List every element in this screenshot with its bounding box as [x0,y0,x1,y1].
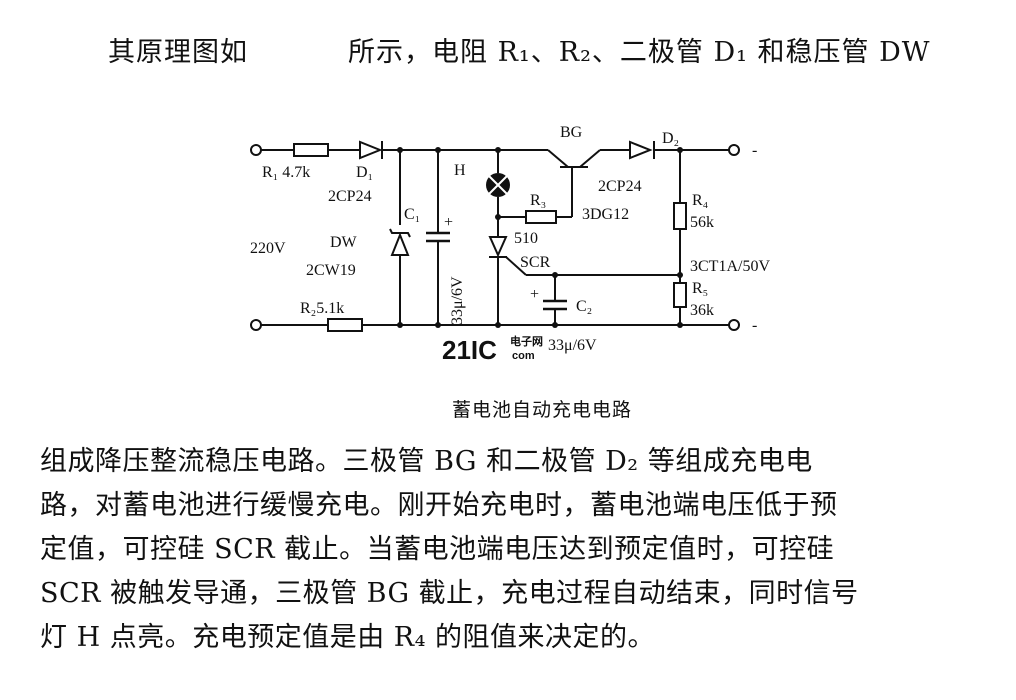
diode-d1 [359,140,383,160]
label-c1: C₁ [404,206,420,223]
label-220v: 220V [250,240,286,257]
label-bg: BG [560,124,583,141]
label-terminal-top: - [752,142,757,159]
body-line: 组成降压整流稳压电路。三极管 BG 和二极管 D₂ 等组成充电电 [40,446,813,477]
resistor-r5 [673,282,687,308]
watermark-sub2: com [512,350,535,362]
label-r4: R₄ [692,192,709,209]
figure-caption: 蓄电池自动充电电路 [452,399,633,421]
label-d1: D₁ [356,164,373,181]
body-text: 组成降压整流稳压电路。三极管 BG 和二极管 D₂ 等组成充电电 路，对蓄电池进… [40,440,1000,660]
label-c2: C₂ [576,298,592,315]
label-d2-type: 2CP24 [598,178,642,195]
label-r2: R₂5.1k [300,300,344,317]
label-r3-value: 510 [514,230,538,247]
label-plus-c2: + [530,286,539,303]
lamp-h [486,173,510,197]
body-line: SCR 被触发导通，三极管 BG 截止，充电过程自动结束，同时信号 [40,578,859,609]
body-line: 路，对蓄电池进行缓慢充电。刚开始充电时，蓄电池端电压低于预 [40,490,838,521]
label-scr: SCR [520,254,551,271]
intro-right-text: 所示，电阻 R₁、R₂、二极管 D₁ 和稳压管 DW [348,37,931,68]
watermark-sub1: 电子网 [510,334,543,348]
resistor-r1 [293,143,329,157]
label-bg-type: 3DG12 [582,206,629,223]
watermark-main: 21IC [442,335,497,365]
label-dw-type: 2CW19 [306,262,356,279]
label-plus-c1: + [444,214,453,231]
watermark: 21IC 电子网 com [442,334,543,365]
resistor-r2 [327,318,363,332]
label-r5-value: 36k [690,302,714,319]
label-r3: R₃ [530,192,546,209]
diode-d2 [629,140,655,160]
capacitor-c2 [543,299,567,311]
circuit-diagram: 21IC 电子网 com R₁ 4.7k D₁ 2CP24 C₁ + 220V … [250,124,770,365]
terminals [250,144,740,331]
junction-dots [397,147,683,328]
label-dw: DW [330,234,358,251]
label-d1-type: 2CP24 [328,188,372,205]
body-line: 灯 H 点亮。充电预定值是由 R₄ 的阻值来决定的。 [40,622,656,653]
label-r4-value: 56k [690,214,714,231]
label-c1-value: 33μ/6V [449,276,466,325]
label-h: H [454,162,466,179]
label-scr-type: 3CT1A/50V [690,258,770,275]
resistor-r3 [525,210,557,224]
resistor-r4 [673,202,687,230]
circuit-labels: R₁ 4.7k D₁ 2CP24 C₁ + 220V DW 2CW19 R₂5.… [250,124,770,354]
zener-dw [389,228,411,256]
label-d2: D₂ [662,130,679,147]
label-r1: R₁ 4.7k [262,164,310,181]
label-r5: R₅ [692,280,708,297]
label-c2-value: 33μ/6V [548,337,597,354]
intro-left-text: 其原理图如 [108,37,248,68]
resistors [293,143,687,332]
label-terminal-bottom: - [752,317,757,334]
intro-line: 其原理图如 所示，电阻 R₁、R₂、二极管 D₁ 和稳压管 DW [108,30,931,69]
body-line: 定值，可控硅 SCR 截止。当蓄电池端电压达到预定值时，可控硅 [40,534,835,565]
capacitor-c1 [426,231,450,243]
scr-thyristor [488,236,508,258]
